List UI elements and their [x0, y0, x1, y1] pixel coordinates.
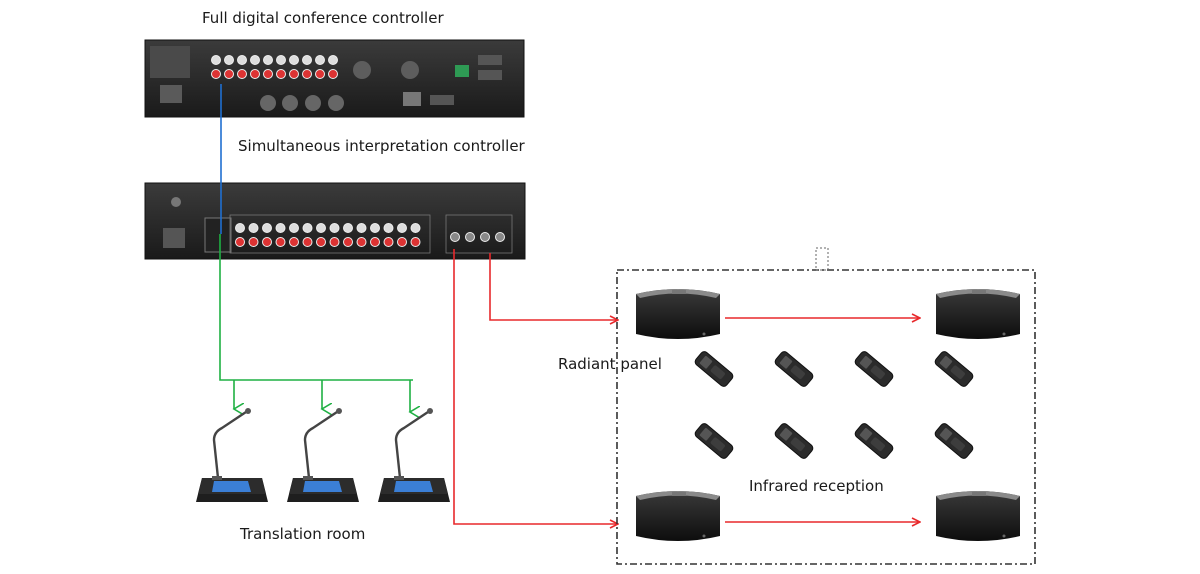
rca-port: [237, 55, 247, 65]
rca-port: [276, 55, 286, 65]
rca-port: [370, 223, 380, 233]
rca-port: [262, 223, 272, 233]
red-link-bottom: [453, 249, 618, 524]
rca-port: [410, 237, 421, 247]
infrared-receiver: [853, 421, 895, 461]
rca-port: [315, 69, 325, 79]
rca-port: [235, 237, 245, 247]
coverage-area-frame: [616, 269, 1036, 565]
rca-port: [289, 69, 299, 79]
rca-port: [250, 55, 260, 65]
rca-port: [328, 69, 338, 79]
rca-port: [356, 223, 367, 233]
rca-port: [237, 69, 247, 79]
infrared-receiver: [693, 349, 735, 389]
rca-port: [329, 237, 340, 247]
rca-port: [465, 232, 475, 242]
rca-port: [328, 55, 338, 65]
rca-port: [397, 237, 407, 247]
rca-port: [383, 237, 394, 247]
radiator-panel: [936, 491, 1020, 541]
infrared-receiver: [853, 349, 895, 389]
rca-port: [302, 237, 313, 247]
rca-port: [211, 55, 221, 65]
rca-port: [262, 237, 272, 247]
rca-port: [224, 55, 234, 65]
rca-port: [275, 237, 286, 247]
rca-port: [302, 55, 312, 65]
rca-port: [248, 237, 259, 247]
microphone-unit: [285, 406, 361, 504]
rca-port: [263, 55, 273, 65]
rca-port: [302, 69, 312, 79]
rca-port: [495, 232, 505, 242]
radiant-panel-label: Radiant panel: [558, 355, 662, 373]
rca-port: [370, 237, 380, 247]
rca-port: [275, 223, 286, 233]
rca-port: [410, 223, 421, 233]
translation-room-label: Translation room: [240, 525, 366, 543]
rca-port: [397, 223, 407, 233]
infrared-receiver: [773, 349, 815, 389]
rca-port: [315, 55, 325, 65]
conference-controller-label: Full digital conference controller: [202, 9, 444, 27]
rca-port: [289, 223, 299, 233]
infrared-receiver: [933, 349, 975, 389]
rca-port: [211, 69, 221, 79]
interpretation-controller-label: Simultaneous interpretation controller: [238, 137, 525, 155]
rca-port: [248, 223, 259, 233]
microphone-unit: [376, 406, 452, 504]
radiator-panel: [636, 289, 720, 339]
rca-port: [302, 223, 313, 233]
interpretation-controller-device: [144, 182, 526, 260]
red-link-top: [489, 253, 618, 320]
rca-port: [356, 237, 367, 247]
rca-port: [343, 237, 353, 247]
rca-port: [316, 237, 326, 247]
rca-port: [263, 69, 273, 79]
infrared-receiver: [693, 421, 735, 461]
infrared-receiver: [773, 421, 815, 461]
infrared-receiver: [933, 421, 975, 461]
rca-port: [235, 223, 245, 233]
rca-port: [316, 223, 326, 233]
rca-port: [343, 223, 353, 233]
rca-port: [289, 237, 299, 247]
connection-lines: [219, 84, 920, 524]
green-trunk: [219, 234, 413, 381]
rca-port: [224, 69, 234, 79]
infrared-reception-label: Infrared reception: [749, 477, 884, 495]
rca-port: [250, 69, 260, 79]
rca-port: [480, 232, 490, 242]
rca-port: [450, 232, 460, 242]
rca-port: [329, 223, 340, 233]
conference-controller-device: [144, 39, 525, 118]
rca-port: [276, 69, 286, 79]
radiator-panel: [636, 491, 720, 541]
rca-port: [383, 223, 394, 233]
conference-controller-ports: [211, 55, 338, 79]
area-marker: [815, 247, 829, 271]
radiator-panel: [936, 289, 1020, 339]
rca-port: [289, 55, 299, 65]
microphone-unit: [194, 406, 270, 504]
